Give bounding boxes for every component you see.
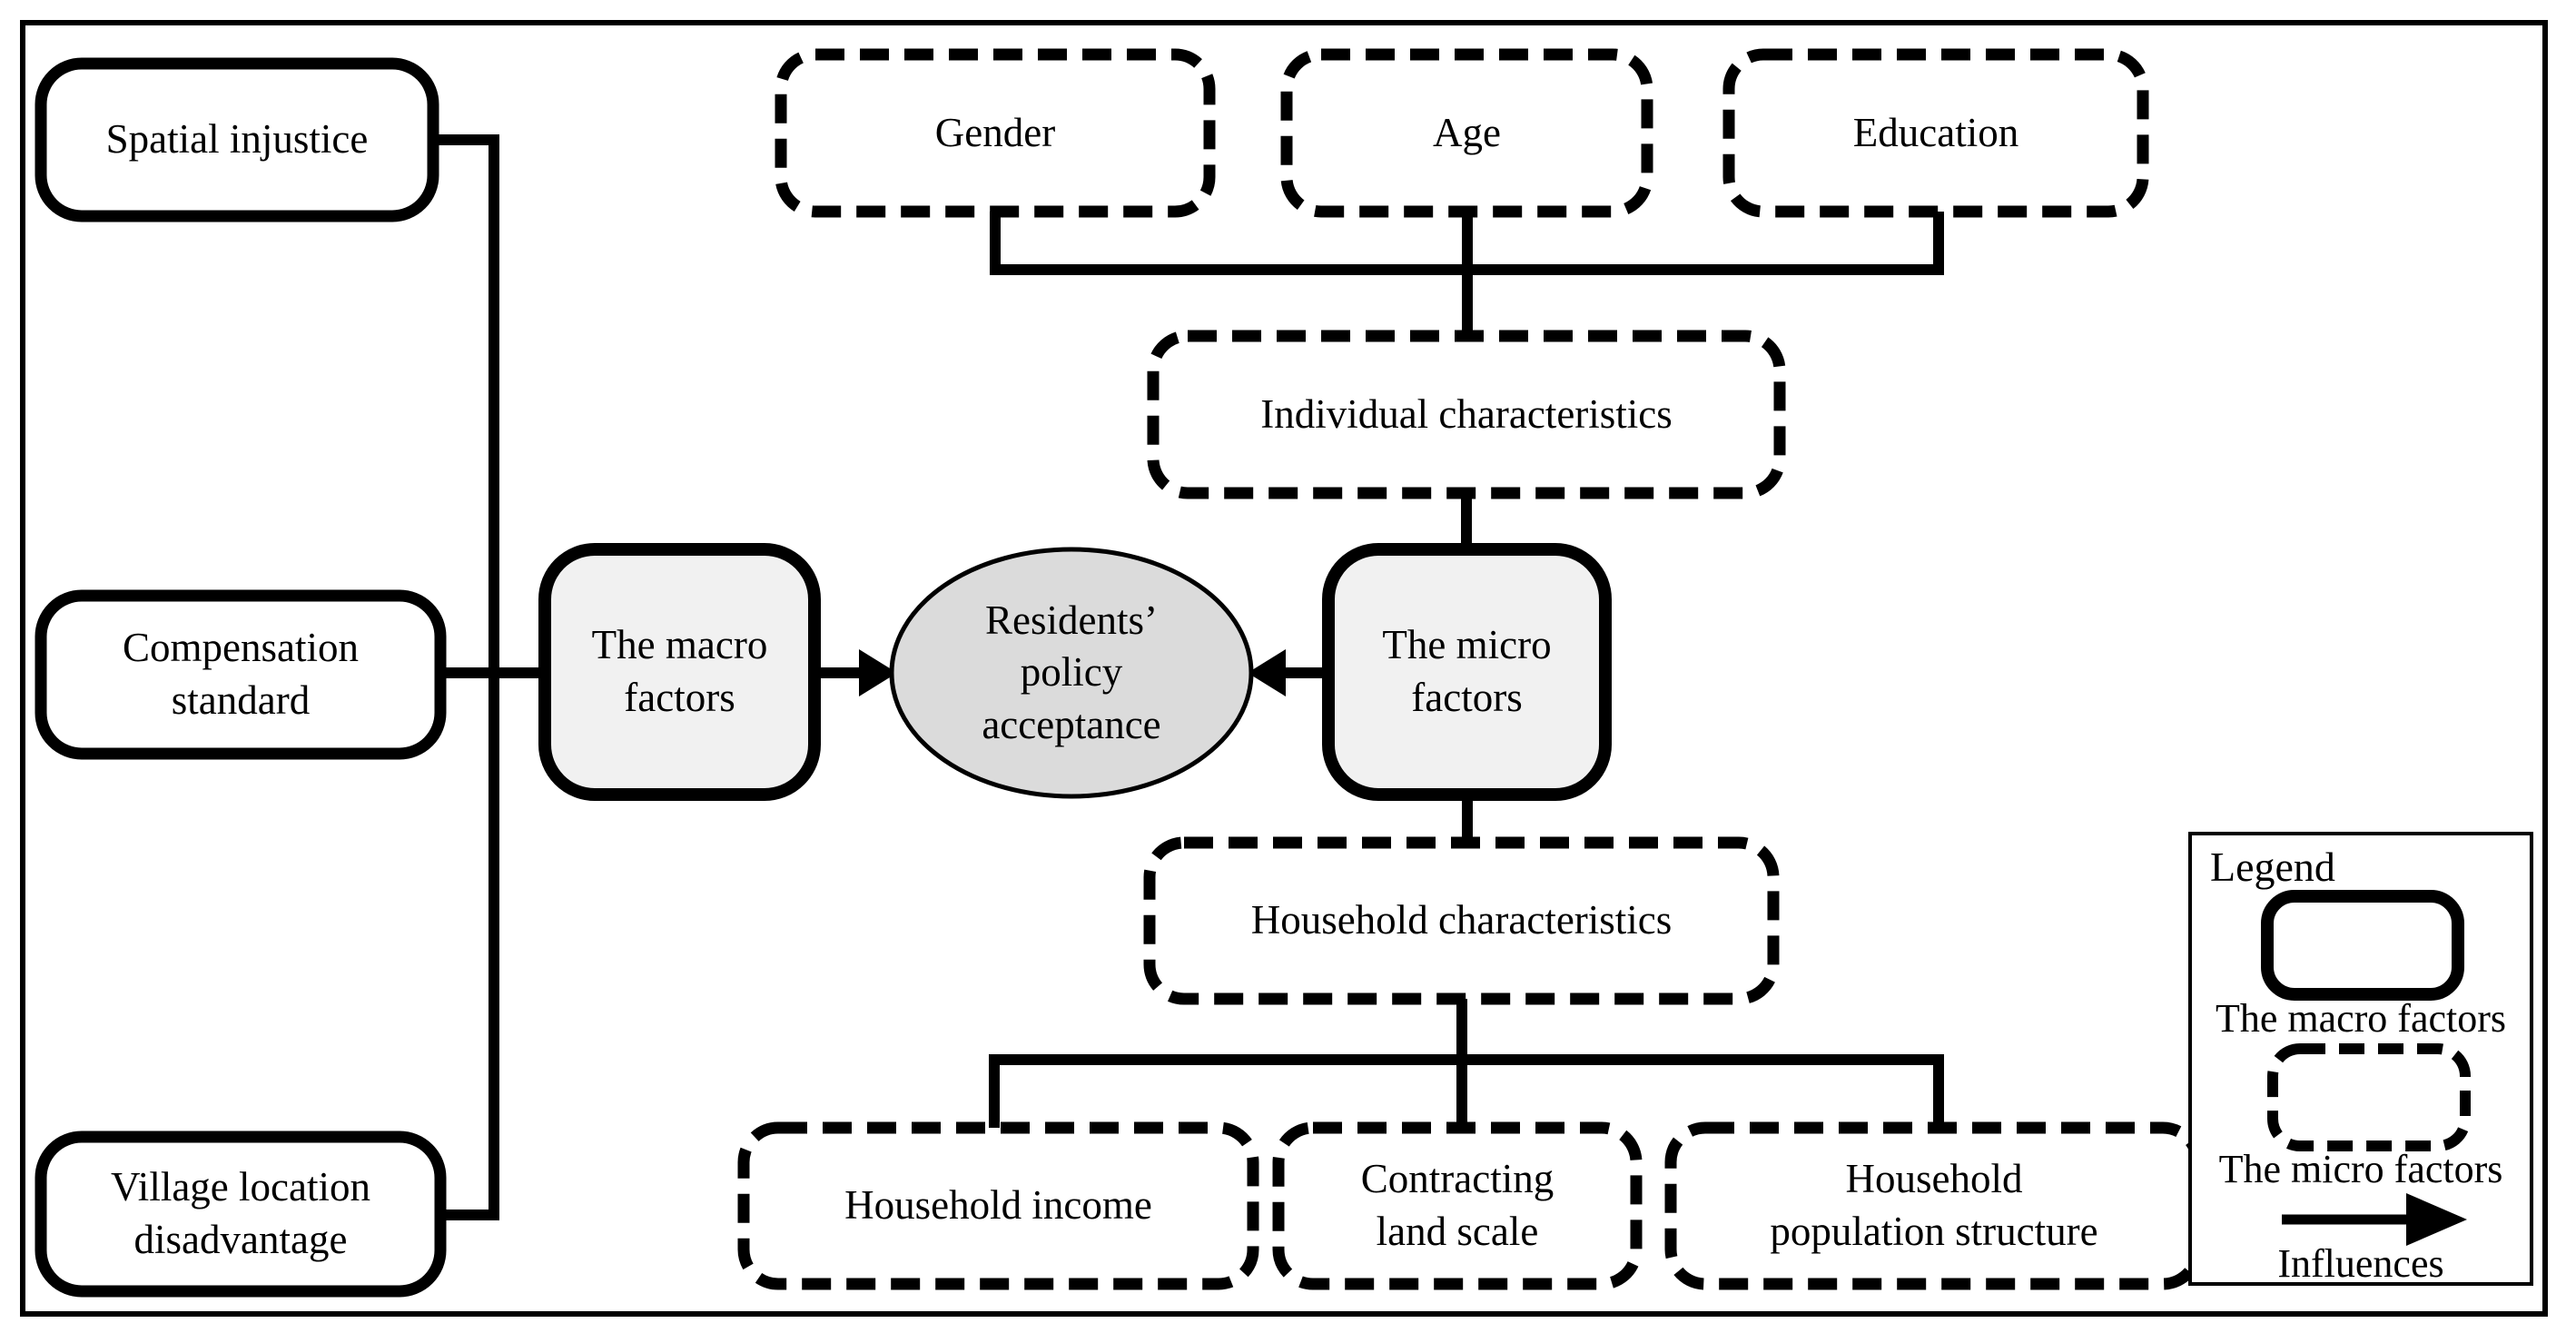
legend-influences-label: Influences	[2277, 1240, 2444, 1286]
figure-border	[20, 20, 2548, 1317]
node-macro-factors-label: The macro factors	[591, 622, 768, 720]
node-age-box	[1280, 48, 1653, 218]
legend-title: Legend	[2210, 844, 2335, 890]
node-macro-factors-box	[538, 543, 821, 801]
node-gender-box	[775, 48, 1216, 218]
legend-dashed-rect-icon	[2267, 1043, 2471, 1151]
node-household-population-label: Household population structure	[1770, 1156, 2098, 1254]
arrowhead-macro-to-acceptance	[859, 649, 897, 696]
node-individual-characteristics-box	[1147, 330, 1786, 499]
legend-arrow-icon	[2406, 1193, 2467, 1246]
node-contracting-land-label: Contracting land scale	[1360, 1156, 1554, 1254]
node-education-box	[1722, 48, 2149, 218]
legend-solid-rect-icon	[2261, 890, 2464, 1001]
node-residents-acceptance-ellipse	[889, 547, 1254, 799]
node-household-characteristics-label: Household characteristics	[1250, 897, 1673, 943]
legend-micro-label: The micro factors	[2218, 1146, 2503, 1191]
node-micro-factors-box	[1322, 543, 1612, 801]
node-household-income-label: Household income	[844, 1182, 1152, 1229]
node-education-label: Education	[1852, 109, 2019, 155]
node-age-label: Age	[1433, 109, 1501, 155]
node-household-income-box	[737, 1121, 1259, 1290]
node-village-location-label: Village location disadvantage	[111, 1164, 370, 1262]
node-compensation-standard-label: Compensation standard	[123, 625, 359, 723]
node-residents-acceptance-label: Residents’ policy acceptance	[982, 597, 1161, 747]
node-compensation-standard-box	[35, 589, 447, 760]
node-individual-characteristics-label: Individual characteristics	[1260, 390, 1673, 437]
legend-macro-label: The macro factors	[2215, 995, 2507, 1041]
node-village-location-box	[35, 1131, 447, 1298]
connector-bottom-bracket	[989, 1054, 1944, 1129]
node-micro-factors-label: The micro factors	[1382, 622, 1552, 720]
node-spatial-injustice-box	[35, 57, 439, 222]
arrowhead-micro-to-acceptance	[1248, 649, 1286, 696]
node-spatial-injustice-label: Spatial injustice	[105, 116, 369, 163]
node-gender-label: Gender	[934, 109, 1056, 155]
node-contracting-land-box	[1272, 1121, 1643, 1290]
node-household-characteristics-box	[1143, 836, 1780, 1005]
